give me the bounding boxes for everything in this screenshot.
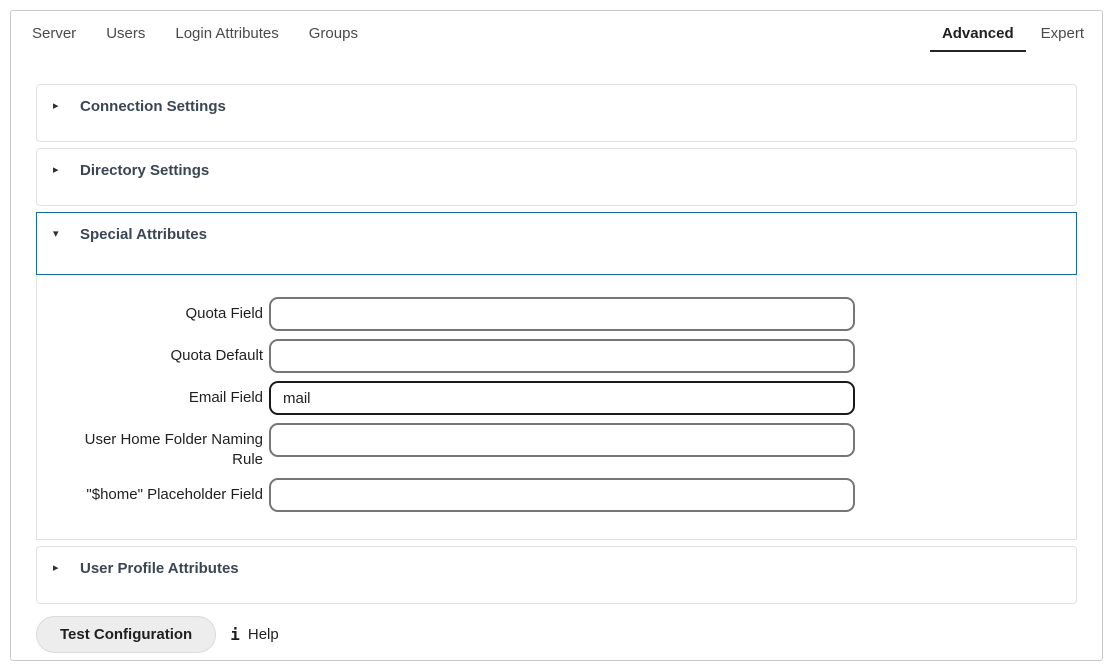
form-row-quota-default: Quota Default	[37, 339, 1076, 373]
section-directory-settings: ▸ Directory Settings	[36, 148, 1077, 206]
home-folder-naming-rule-label: User Home Folder Naming Rule	[84, 431, 263, 468]
special-attributes-form: Quota Field Quota Default Email Field Us…	[36, 275, 1077, 540]
form-row-quota-field: Quota Field	[37, 297, 1076, 331]
tab-server[interactable]: Server	[32, 25, 77, 42]
email-field-input[interactable]	[269, 381, 855, 415]
caret-down-icon: ▾	[53, 228, 59, 240]
ldap-settings-panel: Server Users Login Attributes Groups Adv…	[10, 10, 1103, 661]
caret-right-icon: ▸	[53, 164, 59, 176]
caret-right-icon: ▸	[53, 100, 59, 112]
section-connection-settings: ▸ Connection Settings	[36, 84, 1077, 142]
form-row-home-folder-naming-rule: User Home Folder Naming Rule	[37, 423, 1076, 470]
tab-users[interactable]: Users	[106, 25, 146, 42]
help-link[interactable]: i Help	[230, 626, 279, 643]
form-row-home-placeholder-field: "$home" Placeholder Field	[37, 478, 1076, 512]
tab-advanced[interactable]: Advanced	[929, 24, 1026, 52]
section-header-directory-settings[interactable]: ▸ Directory Settings	[37, 149, 1076, 192]
test-configuration-button[interactable]: Test Configuration	[36, 616, 217, 653]
tab-groups[interactable]: Groups	[308, 25, 358, 42]
quota-default-input[interactable]	[269, 339, 855, 373]
section-header-connection-settings[interactable]: ▸ Connection Settings	[37, 85, 1076, 128]
caret-right-icon: ▸	[53, 562, 59, 574]
section-header-special-attributes[interactable]: ▾ Special Attributes	[36, 212, 1077, 275]
section-special-attributes: ▾ Special Attributes Quota Field Quota D…	[36, 212, 1077, 540]
info-icon: i	[230, 624, 240, 644]
quota-default-label: Quota Default	[170, 347, 263, 364]
home-placeholder-field-label: "$home" Placeholder Field	[86, 486, 263, 503]
section-header-user-profile-attributes[interactable]: ▸ User Profile Attributes	[37, 547, 1076, 590]
quota-field-label: Quota Field	[185, 305, 263, 322]
form-row-email-field: Email Field	[37, 381, 1076, 415]
tab-expert[interactable]: Expert	[1040, 25, 1084, 42]
footer-actions: Test Configuration i Help	[36, 616, 1077, 653]
section-title: Special Attributes	[80, 226, 207, 243]
tab-group-right: Advanced Expert	[929, 24, 1084, 52]
home-folder-naming-rule-input[interactable]	[269, 423, 855, 457]
tab-login-attributes[interactable]: Login Attributes	[175, 25, 279, 42]
help-label: Help	[247, 626, 279, 643]
email-field-label: Email Field	[188, 389, 263, 406]
tab-bar: Server Users Login Attributes Groups Adv…	[11, 11, 1102, 52]
tab-group-left: Server Users Login Attributes Groups	[32, 24, 358, 43]
quota-field-input[interactable]	[269, 297, 855, 331]
section-title: Directory Settings	[80, 162, 210, 179]
section-title: User Profile Attributes	[80, 560, 239, 577]
section-title: Connection Settings	[80, 98, 226, 115]
section-user-profile-attributes: ▸ User Profile Attributes	[36, 546, 1077, 604]
home-placeholder-field-input[interactable]	[269, 478, 855, 512]
accordion-sections: ▸ Connection Settings ▸ Directory Settin…	[36, 84, 1077, 604]
